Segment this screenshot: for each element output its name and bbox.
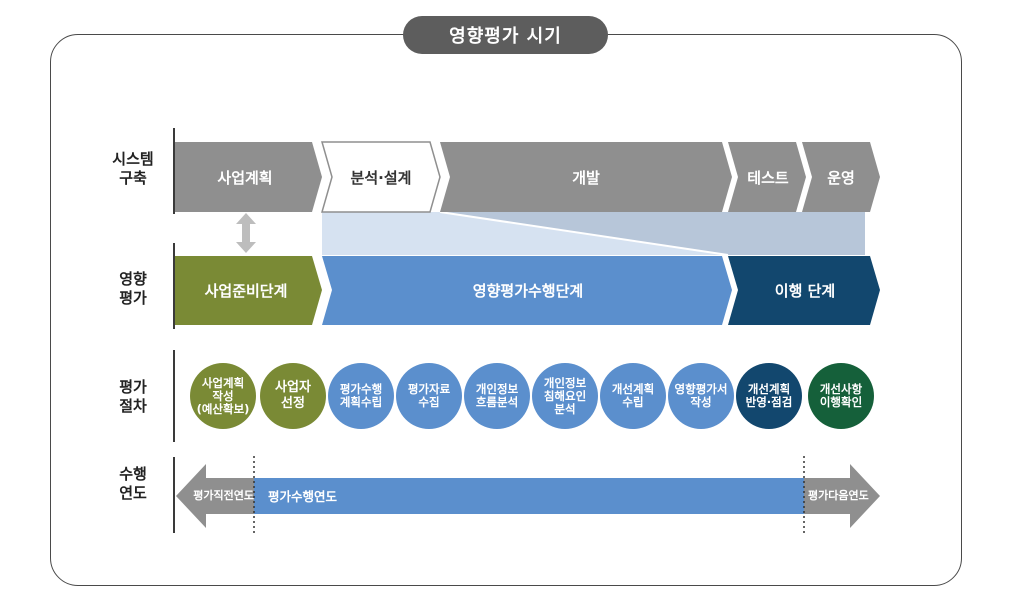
system-stage-plan: 사업계획 (217, 168, 273, 187)
assessment-stage-perform-shape (322, 256, 732, 325)
assessment-stage-prep-shape (175, 256, 322, 325)
procedure-step-5: 개인정보 흐름분석 (464, 363, 530, 429)
procedure-step-3: 평가수행 계획수립 (328, 363, 394, 429)
assessment-stage-prep: 사업준비단계 (204, 282, 288, 300)
system-stage-dev-shape (440, 142, 732, 212)
year-bar (254, 478, 806, 514)
system-stage-design-shape (321, 141, 441, 213)
procedure-step-2: 사업자 선정 (260, 363, 326, 429)
row-label-year: 수행 연도 (119, 465, 147, 502)
transition-band-dark (440, 212, 865, 255)
procedure-step-10: 개선사항 이행확인 (808, 363, 874, 429)
system-stage-test: 테스트 (747, 168, 789, 187)
year-left-arrow (176, 464, 254, 528)
row-label-assessment: 영향 평가 (119, 270, 147, 307)
assessment-stage-perform: 영향평가수행단계 (472, 282, 584, 300)
system-stage-plan-shape (175, 142, 322, 212)
row-divider-year (173, 457, 175, 533)
diagram-title: 영향평가 시기 (403, 16, 608, 54)
row-divider-procedure (173, 350, 175, 442)
row-divider-assessment (173, 243, 175, 329)
system-stage-dev: 개발 (572, 168, 600, 187)
row-label-system: 시스템 구축 (112, 150, 154, 187)
procedure-step-9: 개선계획 반영·점검 (736, 363, 802, 429)
year-right-arrow (804, 464, 880, 528)
assessment-stage-implement-shape (728, 256, 880, 325)
year-before-label: 평가직전연도 (193, 489, 254, 502)
system-stage-ops: 운영 (827, 168, 855, 187)
year-after-label: 평가다음연도 (808, 489, 869, 502)
system-stage-test-shape (728, 142, 806, 212)
procedure-step-7: 개선계획 수립 (600, 363, 666, 429)
row-divider-system (173, 128, 175, 214)
double-arrow-icon (236, 213, 256, 253)
row-label-procedure: 평가 절차 (119, 378, 147, 415)
system-stage-design: 분석·설계 (350, 168, 412, 187)
procedure-step-1: 사업계획 작성 (예산확보) (190, 363, 256, 429)
system-stage-ops-shape (802, 142, 880, 212)
procedure-step-6: 개인정보 침해요인 분석 (532, 363, 598, 429)
procedure-step-8: 영향평가서 작성 (668, 363, 734, 429)
assessment-stage-implement: 이행 단계 (774, 282, 836, 300)
year-during-label: 평가수행연도 (268, 489, 338, 504)
transition-line (439, 211, 729, 256)
procedure-step-4: 평가자료 수집 (396, 363, 462, 429)
